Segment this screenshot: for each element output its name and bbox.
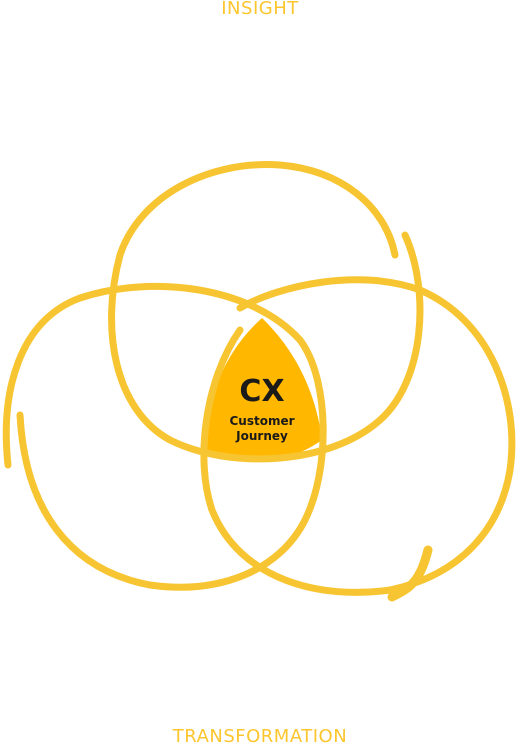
cx-subtitle-line2: Journey — [235, 429, 288, 443]
left-circle — [2, 282, 327, 591]
cx-title: CX — [239, 374, 284, 409]
right-circle — [200, 276, 516, 602]
insight-label: INSIGHT — [221, 0, 299, 19]
transformation-label: TRANSFORMATION — [172, 726, 348, 747]
cx-subtitle-line1: Customer — [229, 414, 294, 428]
cx-center-region — [204, 318, 322, 462]
insight-circle — [108, 161, 424, 463]
